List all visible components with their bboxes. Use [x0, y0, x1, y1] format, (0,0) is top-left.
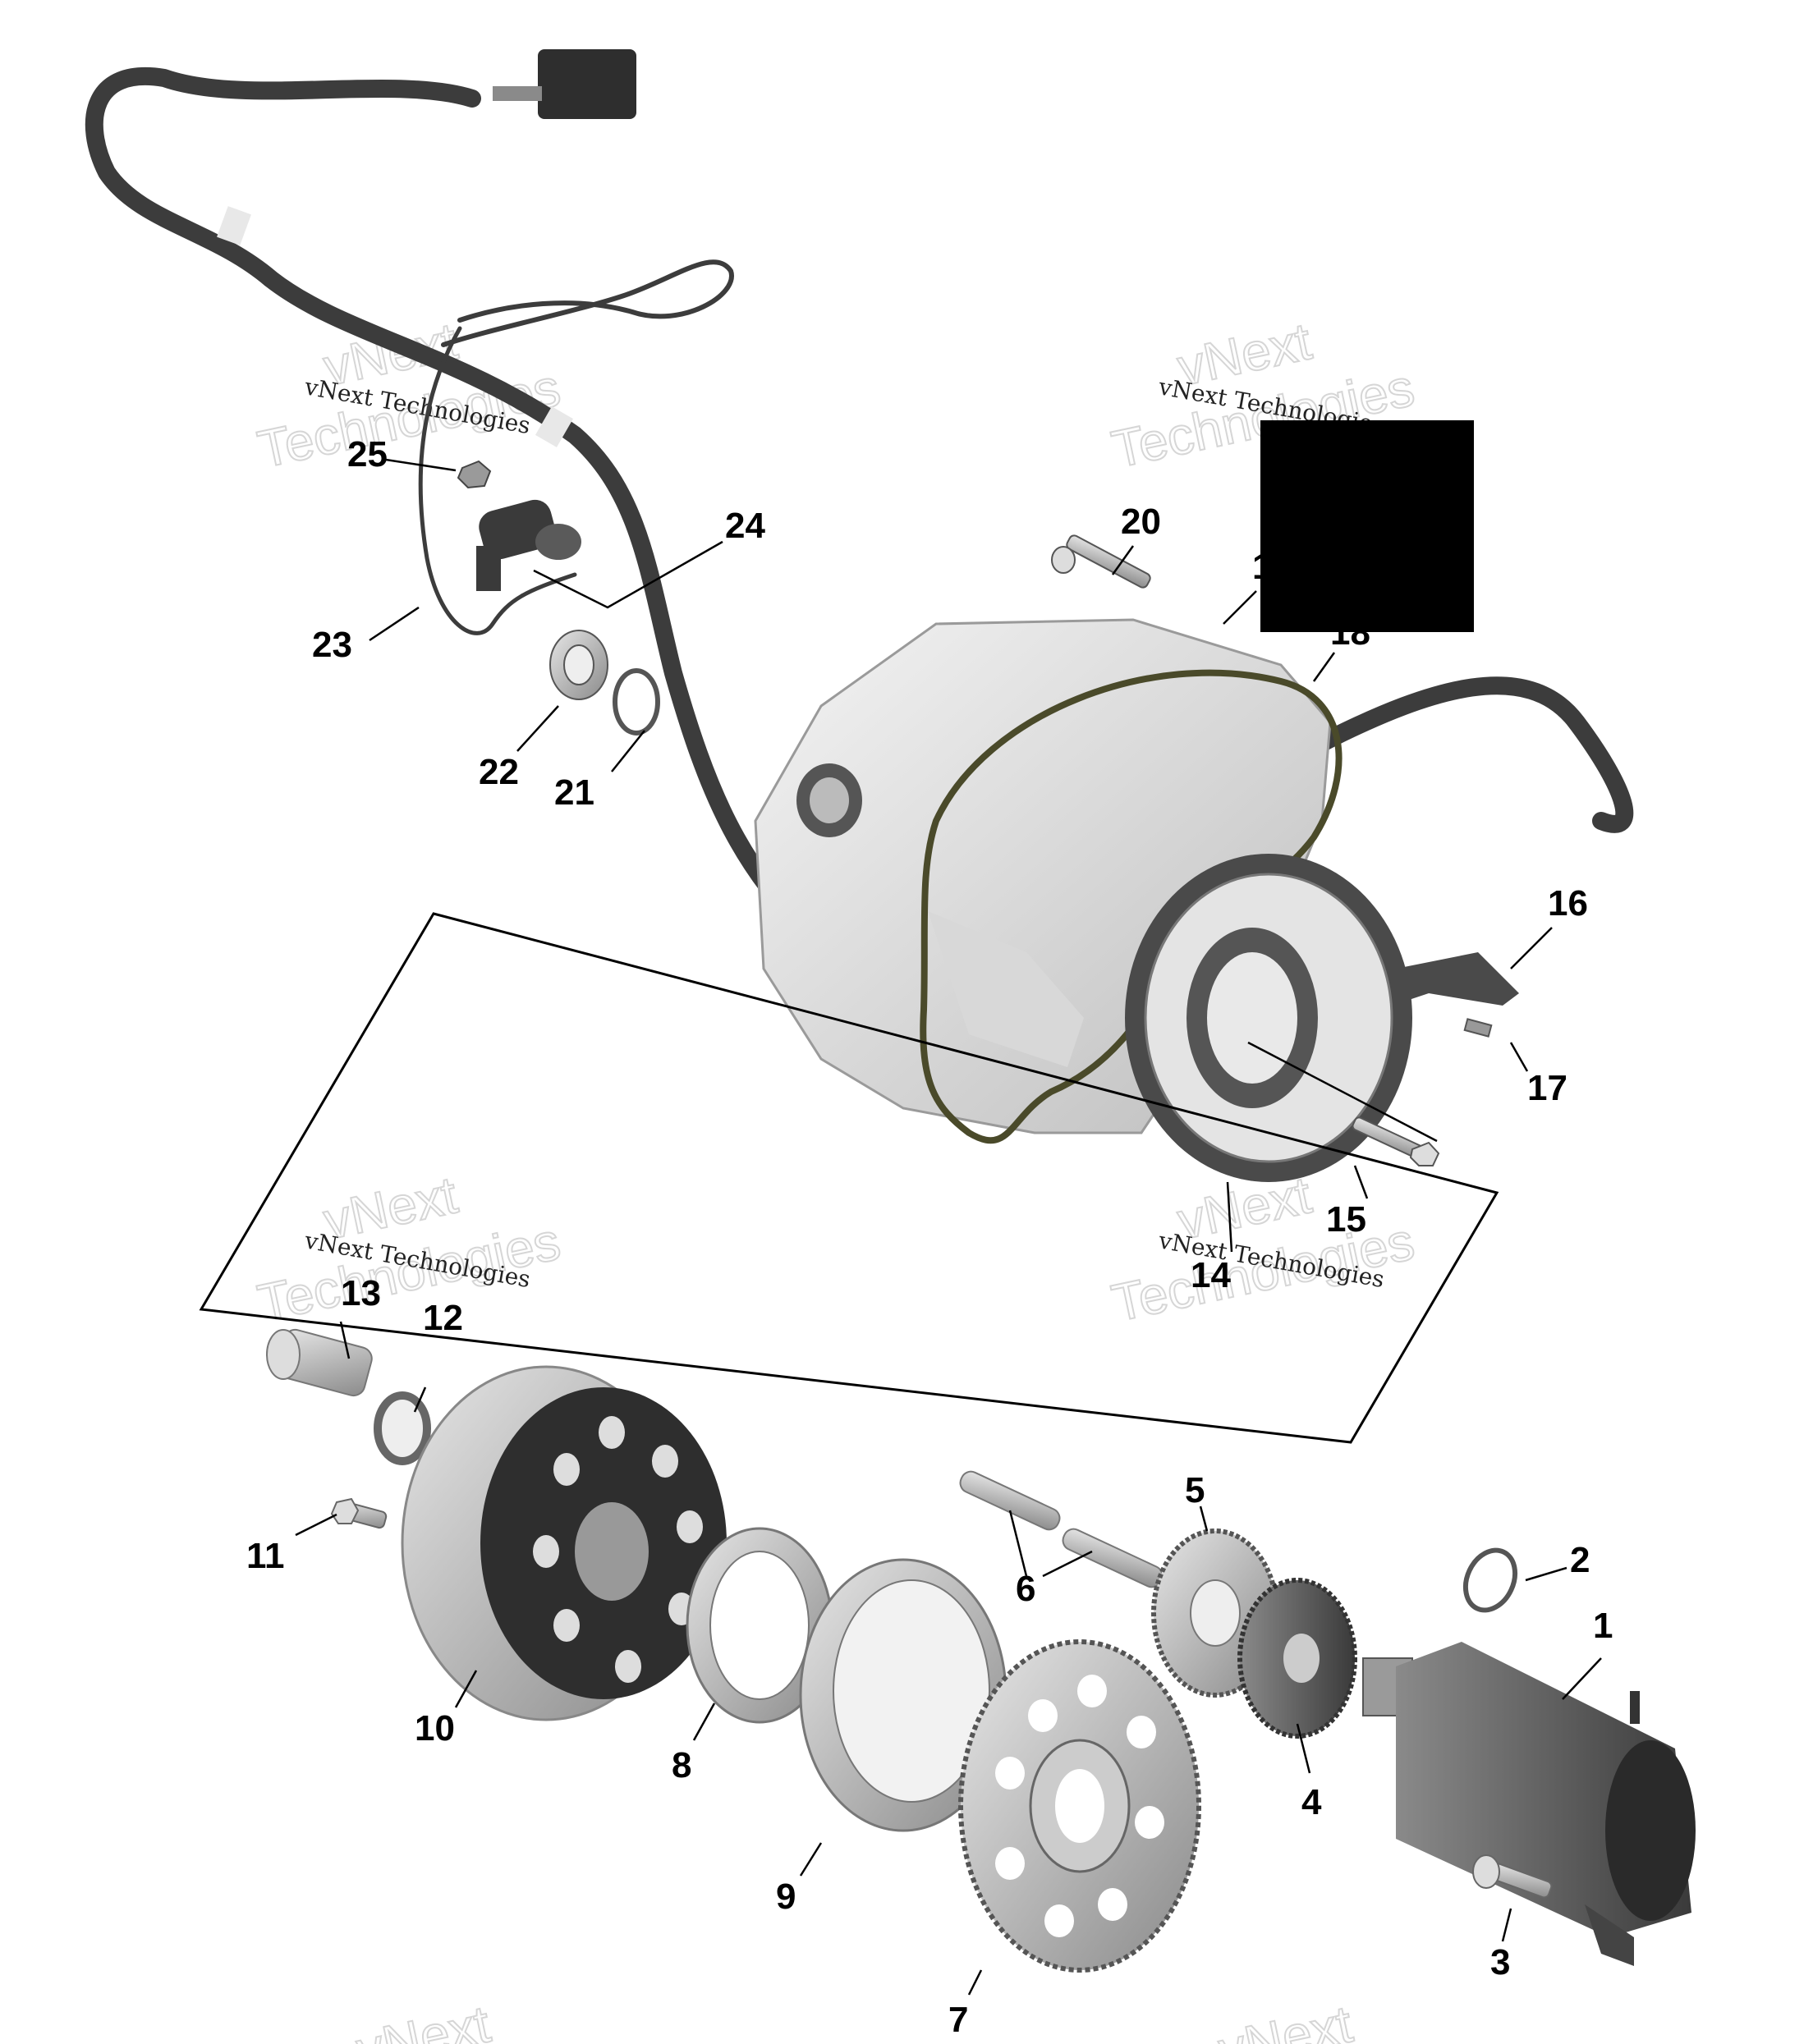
callout-15: 15	[1326, 1199, 1366, 1240]
bolt-15	[1352, 1116, 1440, 1166]
callout-21: 21	[554, 772, 594, 813]
flywheel-rotor-10	[401, 1365, 727, 1721]
callout-11: 11	[246, 1536, 285, 1576]
callout-19: 1	[1252, 547, 1272, 587]
ring-9	[799, 1558, 1007, 1832]
callout-1: 1	[1593, 1606, 1613, 1646]
wiring-harness-23-24	[85, 49, 1634, 978]
stator-14	[1125, 854, 1412, 1182]
svg-text:vNext: vNext	[1214, 1994, 1357, 2044]
bolt-20	[1051, 534, 1151, 589]
callout-3: 3	[1490, 1942, 1510, 1982]
bracket-16	[1396, 952, 1519, 1006]
bolt-11	[330, 1497, 388, 1529]
callout-17: 17	[1527, 1068, 1567, 1108]
o-ring-21	[613, 668, 660, 736]
watermark-mid-left: vNext Technologies vNext Technologies	[252, 1164, 566, 1333]
callout-7: 7	[948, 2000, 968, 2040]
starter-motor-1	[1362, 1642, 1696, 1966]
bushing-22	[549, 630, 608, 700]
starter-gear-7	[958, 1639, 1201, 1973]
connector-plug	[538, 49, 636, 119]
callout-20: 20	[1121, 502, 1161, 542]
callout-8: 8	[672, 1745, 691, 1785]
crank-sensor-24	[476, 499, 581, 591]
gear-4	[1237, 1578, 1357, 1739]
callout-18: 18	[1330, 612, 1370, 653]
stator-kit-outline	[199, 912, 1499, 1444]
bolt-3	[1472, 1854, 1553, 1899]
callout-25: 25	[347, 434, 388, 474]
callout-10: 10	[415, 1708, 455, 1748]
o-ring-2	[1462, 1547, 1518, 1613]
callout-23: 23	[312, 625, 352, 665]
redaction-box	[1260, 420, 1474, 632]
callout-9: 9	[776, 1877, 796, 1917]
callout-16: 16	[1548, 883, 1588, 923]
callout-6: 6	[1016, 1569, 1035, 1609]
watermark-mid-right: vNext Technologies vNext Technologies	[1106, 1164, 1420, 1333]
screw-17	[1463, 1018, 1493, 1038]
callout-13: 13	[341, 1273, 381, 1313]
callout-22: 22	[479, 752, 519, 792]
leader-lines	[295, 458, 1602, 1996]
bolt-13	[266, 1328, 373, 1397]
washer-12	[374, 1391, 431, 1465]
callouts: 1 2 3 4 5 6 7 8 9 10 11 12 13 14 15 16 1…	[246, 434, 1613, 2040]
callout-24: 24	[725, 506, 765, 546]
callout-4: 4	[1301, 1782, 1322, 1822]
shaft-6a	[959, 1470, 1061, 1531]
bolt-25	[457, 460, 492, 489]
watermark-bottom: vNext vNext	[351, 1993, 1358, 2044]
callout-14: 14	[1191, 1255, 1231, 1295]
svg-text:vNext: vNext	[351, 1994, 495, 2044]
shaft-6b	[1062, 1528, 1164, 1588]
bearing-8	[686, 1527, 833, 1724]
callout-2: 2	[1570, 1540, 1590, 1580]
callout-5: 5	[1185, 1470, 1205, 1510]
callout-12: 12	[423, 1298, 463, 1338]
